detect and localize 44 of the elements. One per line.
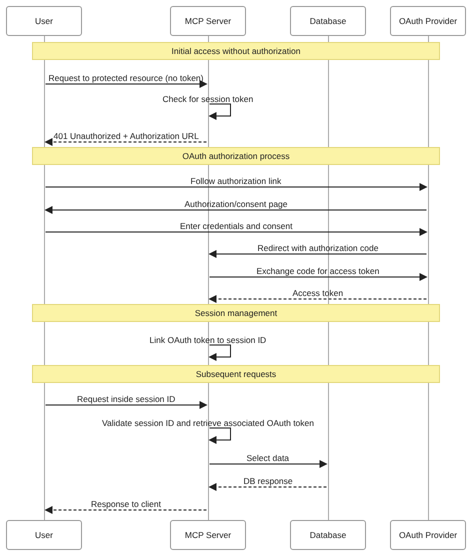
message-arrow (209, 273, 428, 281)
message-arrow (208, 295, 427, 303)
lifeline (42, 36, 46, 520)
message-label: Follow authorization link (190, 176, 282, 186)
message-label: Exchange code for access token (256, 266, 380, 276)
message-arrow (209, 460, 328, 468)
message-label: Response to client (91, 499, 161, 509)
participant-box: OAuth Provider (390, 520, 466, 550)
section-band: Subsequent requests (32, 365, 440, 383)
message-label: DB response (244, 476, 293, 486)
participant-box: Database (290, 520, 366, 550)
participant-box: Database (290, 6, 366, 36)
self-message-arrow (208, 104, 231, 120)
message-arrow (45, 183, 428, 191)
message-arrow (44, 138, 207, 146)
message-arrow (208, 250, 427, 258)
message-label: Request to protected resource (no token) (48, 73, 204, 83)
message-arrow (44, 506, 207, 514)
self-message-arrow (208, 344, 231, 361)
message-label: Authorization/consent page (184, 199, 288, 209)
message-label: Link OAuth token to session ID (150, 335, 266, 345)
message-arrow (44, 206, 427, 214)
message-label: Request inside session ID (77, 394, 176, 404)
section-band: Session management (32, 304, 440, 322)
self-message-arrow (208, 428, 231, 444)
lifeline (426, 36, 430, 520)
message-label: 401 Unauthorized + Authorization URL (54, 131, 199, 141)
message-label: Select data (246, 453, 290, 463)
message-label: Access token (292, 288, 344, 298)
message-arrow (45, 228, 428, 236)
participant-box: MCP Server (170, 6, 246, 36)
section-band: Initial access without authorization (32, 42, 440, 60)
message-label: Check for session token (162, 94, 254, 104)
participant-box: User (6, 6, 82, 36)
message-arrow (45, 80, 208, 88)
message-label: Enter credentials and consent (180, 221, 292, 231)
message-label: Validate session ID and retrieve associated OAuth token (102, 418, 314, 428)
message-arrow (208, 483, 327, 491)
message-label: Redirect with authorization code (258, 243, 378, 253)
participant-box: OAuth Provider (390, 6, 466, 36)
message-arrow (45, 401, 208, 409)
participant-box: User (6, 520, 82, 550)
section-band: OAuth authorization process (32, 147, 440, 165)
participant-box: MCP Server (170, 520, 246, 550)
